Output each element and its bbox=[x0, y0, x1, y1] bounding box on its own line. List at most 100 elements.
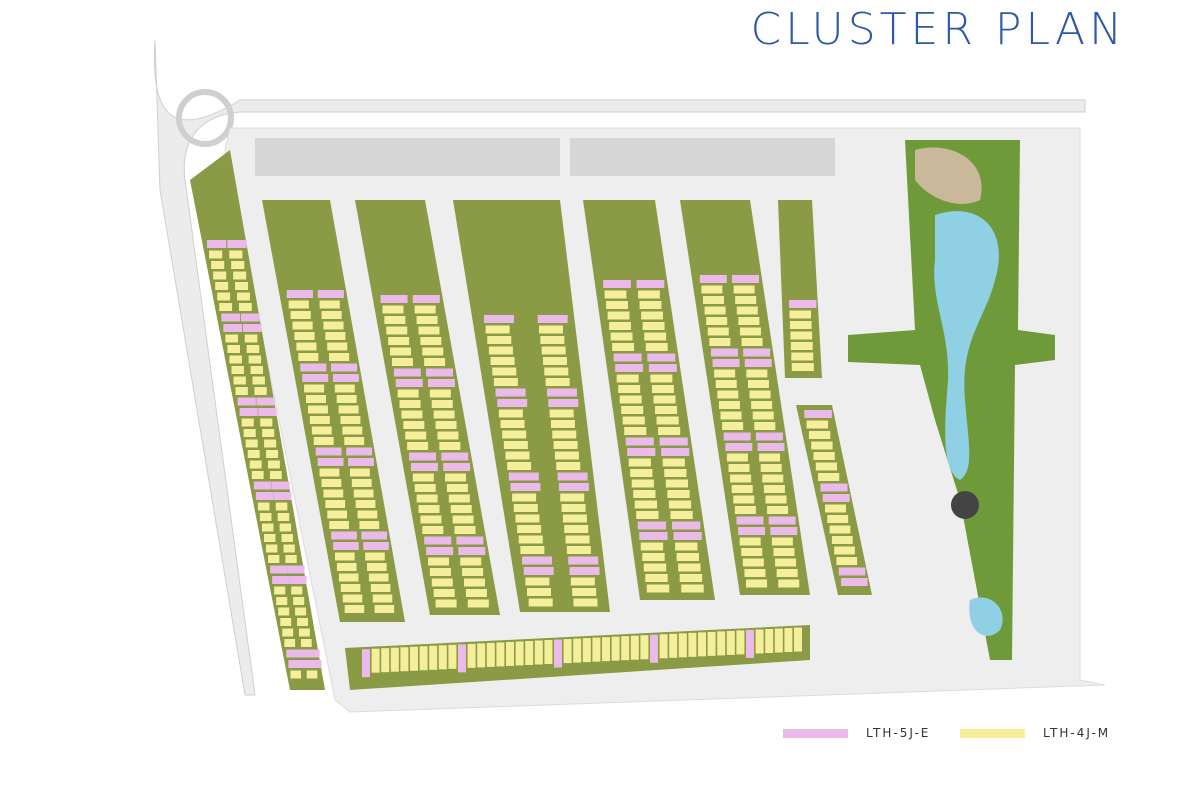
unit-plot[interactable] bbox=[560, 493, 585, 502]
unit-plot[interactable] bbox=[298, 353, 319, 361]
unit-plot[interactable] bbox=[752, 411, 774, 420]
unit-plot[interactable] bbox=[365, 552, 385, 561]
unit-plot[interactable] bbox=[643, 563, 667, 572]
unit-plot[interactable] bbox=[747, 380, 769, 388]
unit-plot[interactable] bbox=[361, 531, 388, 540]
unit-plot[interactable] bbox=[678, 563, 701, 572]
unit-plot[interactable] bbox=[592, 637, 601, 662]
unit-plot[interactable] bbox=[215, 282, 229, 290]
unit-plot[interactable] bbox=[400, 647, 409, 672]
unit-plot[interactable] bbox=[467, 643, 476, 668]
unit-plot[interactable] bbox=[573, 598, 598, 607]
unit-plot[interactable] bbox=[306, 395, 327, 403]
unit-plot[interactable] bbox=[321, 311, 342, 319]
unit-plot[interactable] bbox=[401, 410, 423, 419]
unit-plot[interactable] bbox=[770, 527, 798, 535]
unit-plot[interactable] bbox=[357, 510, 378, 519]
unit-plot[interactable] bbox=[410, 463, 438, 471]
unit-plot[interactable] bbox=[664, 469, 687, 477]
unit-plot[interactable] bbox=[426, 547, 454, 555]
unit-plot[interactable] bbox=[414, 305, 436, 314]
unit-plot[interactable] bbox=[323, 321, 344, 330]
unit-plot[interactable] bbox=[618, 385, 641, 393]
unit-plot[interactable] bbox=[422, 347, 444, 356]
unit-plot[interactable] bbox=[490, 357, 515, 365]
unit-plot[interactable] bbox=[520, 546, 545, 554]
unit-plot[interactable] bbox=[240, 313, 260, 322]
unit-plot[interactable] bbox=[237, 397, 256, 406]
unit-plot[interactable] bbox=[454, 526, 476, 534]
unit-plot[interactable] bbox=[483, 315, 514, 323]
unit-plot[interactable] bbox=[412, 473, 434, 482]
unit-plot[interactable] bbox=[223, 324, 243, 332]
unit-plot[interactable] bbox=[267, 460, 280, 469]
unit-plot[interactable] bbox=[435, 599, 457, 608]
unit-plot[interactable] bbox=[612, 343, 635, 351]
unit-plot[interactable] bbox=[746, 369, 768, 378]
unit-plot[interactable] bbox=[808, 431, 831, 439]
unit-plot[interactable] bbox=[486, 642, 495, 667]
unit-plot[interactable] bbox=[741, 338, 763, 346]
unit-plot[interactable] bbox=[315, 447, 342, 456]
unit-plot[interactable] bbox=[246, 345, 260, 353]
unit-plot[interactable] bbox=[437, 431, 459, 440]
unit-plot[interactable] bbox=[503, 441, 528, 449]
unit-plot[interactable] bbox=[367, 563, 387, 571]
unit-plot[interactable] bbox=[733, 285, 755, 294]
unit-plot[interactable] bbox=[487, 336, 512, 344]
unit-plot[interactable] bbox=[429, 568, 451, 576]
unit-plot[interactable] bbox=[505, 451, 530, 460]
unit-plot[interactable] bbox=[286, 649, 304, 658]
unit-plot[interactable] bbox=[346, 447, 373, 456]
unit-plot[interactable] bbox=[723, 432, 751, 441]
unit-plot[interactable] bbox=[522, 556, 553, 565]
unit-plot[interactable] bbox=[249, 460, 262, 469]
unit-plot[interactable] bbox=[502, 430, 527, 439]
unit-plot[interactable] bbox=[645, 343, 668, 351]
unit-plot[interactable] bbox=[331, 531, 357, 540]
unit-plot[interactable] bbox=[263, 534, 276, 542]
unit-plot[interactable] bbox=[495, 388, 526, 397]
unit-plot[interactable] bbox=[637, 521, 667, 530]
unit-plot[interactable] bbox=[420, 337, 442, 345]
unit-plot[interactable] bbox=[221, 313, 241, 322]
unit-plot[interactable] bbox=[297, 618, 308, 626]
unit-plot[interactable] bbox=[698, 632, 706, 657]
unit-plot[interactable] bbox=[759, 453, 781, 462]
unit-plot[interactable] bbox=[225, 334, 239, 343]
unit-plot[interactable] bbox=[336, 563, 357, 571]
unit-plot[interactable] bbox=[662, 458, 685, 467]
unit-plot[interactable] bbox=[418, 505, 440, 513]
unit-plot[interactable] bbox=[362, 649, 370, 678]
unit-plot[interactable] bbox=[676, 553, 699, 561]
unit-plot[interactable] bbox=[765, 628, 774, 653]
unit-plot[interactable] bbox=[675, 542, 698, 551]
unit-plot[interactable] bbox=[679, 574, 703, 582]
unit-plot[interactable] bbox=[515, 514, 540, 523]
unit-plot[interactable] bbox=[359, 521, 380, 529]
unit-plot[interactable] bbox=[661, 448, 690, 456]
unit-plot[interactable] bbox=[659, 634, 668, 659]
unit-plot[interactable] bbox=[380, 295, 408, 303]
unit-plot[interactable] bbox=[338, 573, 359, 582]
unit-plot[interactable] bbox=[831, 536, 853, 544]
unit-plot[interactable] bbox=[288, 660, 306, 668]
unit-plot[interactable] bbox=[765, 495, 787, 504]
unit-plot[interactable] bbox=[349, 468, 370, 477]
unit-plot[interactable] bbox=[775, 558, 797, 567]
unit-plot[interactable] bbox=[371, 648, 380, 673]
unit-plot[interactable] bbox=[636, 511, 659, 519]
unit-plot[interactable] bbox=[302, 649, 320, 658]
unit-plot[interactable] bbox=[733, 495, 755, 504]
unit-plot[interactable] bbox=[746, 579, 768, 588]
unit-plot[interactable] bbox=[307, 405, 328, 414]
unit-plot[interactable] bbox=[266, 450, 278, 458]
unit-plot[interactable] bbox=[539, 325, 564, 334]
unit-plot[interactable] bbox=[774, 628, 783, 653]
unit-plot[interactable] bbox=[424, 358, 446, 366]
unit-plot[interactable] bbox=[725, 443, 753, 451]
unit-plot[interactable] bbox=[288, 300, 309, 309]
unit-plot[interactable] bbox=[525, 640, 534, 665]
unit-plot[interactable] bbox=[518, 535, 543, 544]
